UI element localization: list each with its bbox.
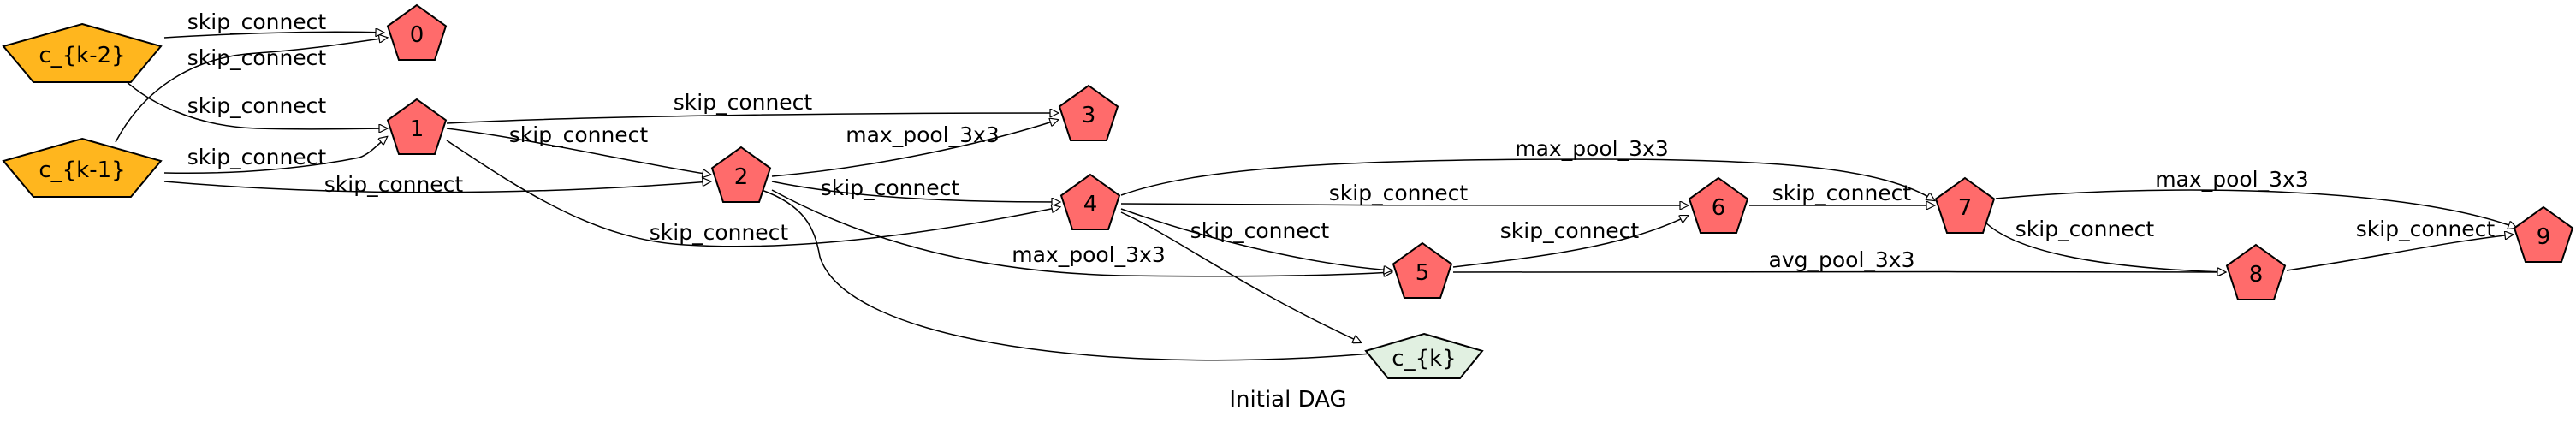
node-n9: 9 xyxy=(2513,205,2574,263)
edge-n5-to-n8 xyxy=(1452,271,2225,272)
node-shape-n3 xyxy=(1058,84,1119,141)
edge-ck2-to-n0 xyxy=(163,32,383,39)
nodes-layer: c_{k-2} c_{k-1} 0 1 2 3 4 5 6 7 8 9 c_{k} xyxy=(2,3,2574,379)
edge-label-ck2-to-n0: skip_connect xyxy=(187,9,327,34)
edge-label-n2-to-n3: max_pool_3x3 xyxy=(846,122,999,147)
edges-layer xyxy=(115,32,2516,361)
node-shape-n8 xyxy=(2225,243,2287,300)
edge-labels-layer: skip_connectskip_connectskip_connectskip… xyxy=(187,9,2496,272)
node-n2: 2 xyxy=(710,146,772,203)
edge-n7-to-n9 xyxy=(1995,189,2516,228)
edge-n5-to-n6 xyxy=(1452,216,1688,268)
node-ck1: c_{k-1} xyxy=(2,137,163,198)
node-label-n1: 1 xyxy=(410,116,424,142)
node-n3: 3 xyxy=(1058,84,1119,141)
node-ck: c_{k} xyxy=(1364,332,1484,379)
node-shape-ck1 xyxy=(2,137,163,198)
edge-label-n1-to-n4: skip_connect xyxy=(650,220,789,245)
node-label-ck1: c_{k-1} xyxy=(39,158,125,183)
edge-ck2-to-n1 xyxy=(117,73,387,129)
node-ck2: c_{k-2} xyxy=(2,22,163,83)
edge-label-n6-to-n7: skip_connect xyxy=(1772,181,1912,205)
diagram-caption: Initial DAG xyxy=(1229,387,1346,413)
node-n1: 1 xyxy=(386,98,448,155)
node-shape-n9 xyxy=(2513,205,2574,263)
edge-label-ck2-to-n1: skip_connect xyxy=(187,93,327,118)
node-label-n2: 2 xyxy=(734,164,749,190)
edge-n7-to-n8 xyxy=(1983,220,2225,272)
edge-label-n1-to-n2: skip_connect xyxy=(509,122,649,147)
node-label-n6: 6 xyxy=(1712,195,1726,221)
edge-label-ck1-to-n2: skip_connect xyxy=(324,172,464,197)
node-label-n5: 5 xyxy=(1416,260,1430,286)
edge-n8-to-n9 xyxy=(2286,235,2513,271)
node-shape-n2 xyxy=(710,146,772,203)
edge-label-n5-to-n8: avg_pool_3x3 xyxy=(1769,247,1915,272)
edge-n1-to-n2 xyxy=(446,128,710,175)
edge-ck1-to-n2 xyxy=(163,181,710,193)
node-shape-n7 xyxy=(1934,176,1996,234)
node-shape-n6 xyxy=(1688,176,1749,234)
node-label-n9: 9 xyxy=(2537,224,2551,250)
node-n0: 0 xyxy=(386,3,448,61)
node-n6: 6 xyxy=(1688,176,1749,234)
node-shape-n4 xyxy=(1059,173,1121,230)
edge-n2-to-n3 xyxy=(771,120,1058,177)
edge-label-ck1-to-n1: skip_connect xyxy=(187,145,327,169)
edge-n4-to-n7 xyxy=(1120,158,1934,200)
node-shape-n5 xyxy=(1392,241,1453,299)
edge-label-n4-to-n6: skip_connect xyxy=(1329,181,1469,205)
edge-n4-to-n6 xyxy=(1120,204,1688,205)
edge-n4-to-n5 xyxy=(1120,208,1392,270)
node-label-ck: c_{k} xyxy=(1392,346,1456,371)
node-shape-n0 xyxy=(386,3,448,61)
node-n4: 4 xyxy=(1059,173,1121,230)
edge-label-n7-to-n9: max_pool_3x3 xyxy=(2155,167,2308,192)
node-label-n4: 4 xyxy=(1083,192,1098,217)
edge-ck1-to-n0 xyxy=(115,38,387,143)
node-label-ck2: c_{k-2} xyxy=(39,43,125,68)
edge-label-n1-to-n3: skip_connect xyxy=(674,90,813,115)
edge-label-n8-to-n9: skip_connect xyxy=(2356,217,2496,241)
edge-label-n2-to-n5: max_pool_3x3 xyxy=(1012,242,1165,267)
node-label-n7: 7 xyxy=(1958,195,1973,221)
edge-label-n5-to-n6: skip_connect xyxy=(1500,218,1640,243)
node-shape-n1 xyxy=(386,98,448,155)
edge-n1-to-n4 xyxy=(446,140,1059,247)
node-n5: 5 xyxy=(1392,241,1453,299)
edge-n1-to-n3 xyxy=(446,113,1058,124)
edge-label-ck1-to-n0: skip_connect xyxy=(187,45,327,70)
edge-label-n7-to-n8: skip_connect xyxy=(2015,217,2155,241)
edge-n2-to-n4 xyxy=(771,181,1059,202)
node-label-n0: 0 xyxy=(410,22,424,48)
edge-ck1-to-n1 xyxy=(163,137,387,175)
edge-label-n4-to-n5: skip_connect xyxy=(1190,218,1330,243)
node-n8: 8 xyxy=(2225,243,2287,300)
edge-n2-to-n5 xyxy=(771,189,1392,276)
node-shape-ck xyxy=(1364,332,1484,379)
edge-n2-to-ck xyxy=(761,189,1381,361)
node-n7: 7 xyxy=(1934,176,1996,234)
edge-label-n2-to-n4: skip_connect xyxy=(821,175,960,200)
node-label-n3: 3 xyxy=(1082,103,1096,128)
edge-label-n4-to-n7: max_pool_3x3 xyxy=(1515,136,1668,161)
edge-n4-to-ck xyxy=(1120,211,1361,342)
node-shape-ck2 xyxy=(2,22,163,83)
node-label-n8: 8 xyxy=(2249,262,2264,288)
